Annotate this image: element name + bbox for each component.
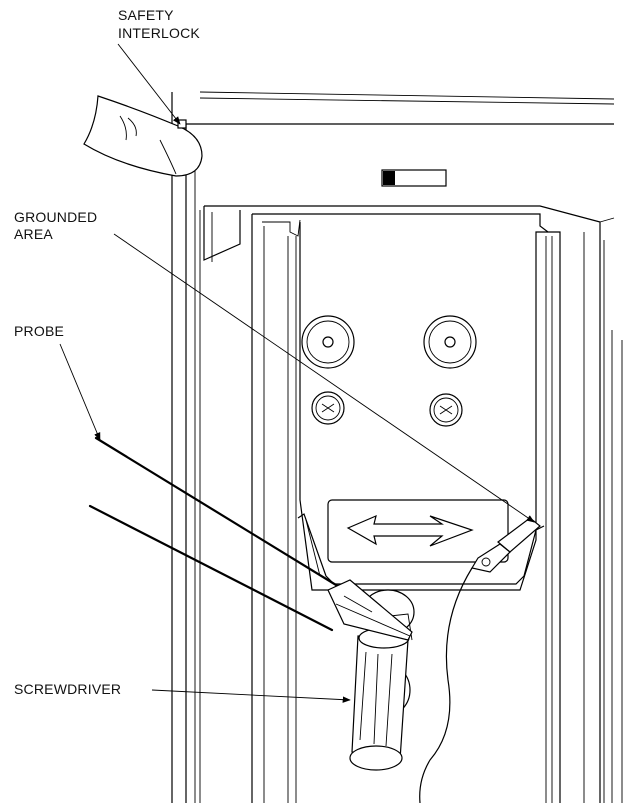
leader-screwdriver (151, 689, 351, 703)
screw-right (429, 393, 463, 427)
probe (88, 436, 413, 641)
leader-grounded-area (113, 233, 535, 523)
finger-pressing-interlock (83, 95, 203, 177)
leader-probe (59, 343, 101, 441)
service-panel (251, 213, 561, 803)
leader-safety-interlock (117, 43, 181, 125)
ground-clip (419, 517, 541, 803)
label-screwdriver: SCREWDRIVER (14, 681, 121, 697)
callout-safety-interlock: SAFETY INTERLOCK (117, 7, 200, 125)
callout-screwdriver: SCREWDRIVER (14, 681, 351, 703)
cabinet-frame (171, 91, 623, 803)
label-safety-interlock-line1: SAFETY (118, 7, 174, 23)
callout-probe: PROBE (14, 323, 101, 441)
callout-grounded-area: GROUNDED AREA (14, 209, 535, 523)
lower-bracket (297, 513, 545, 585)
label-grounded-area-line1: GROUNDED (14, 209, 97, 225)
screw-left (311, 391, 345, 425)
label-grounded-area-line2: AREA (14, 226, 53, 242)
terminal-upper-right (423, 315, 477, 369)
terminal-upper-left (301, 315, 355, 369)
interlock-slot (381, 169, 447, 187)
label-probe: PROBE (14, 323, 64, 339)
label-safety-interlock-line2: INTERLOCK (118, 25, 200, 41)
arrow-label-plate (327, 499, 509, 563)
